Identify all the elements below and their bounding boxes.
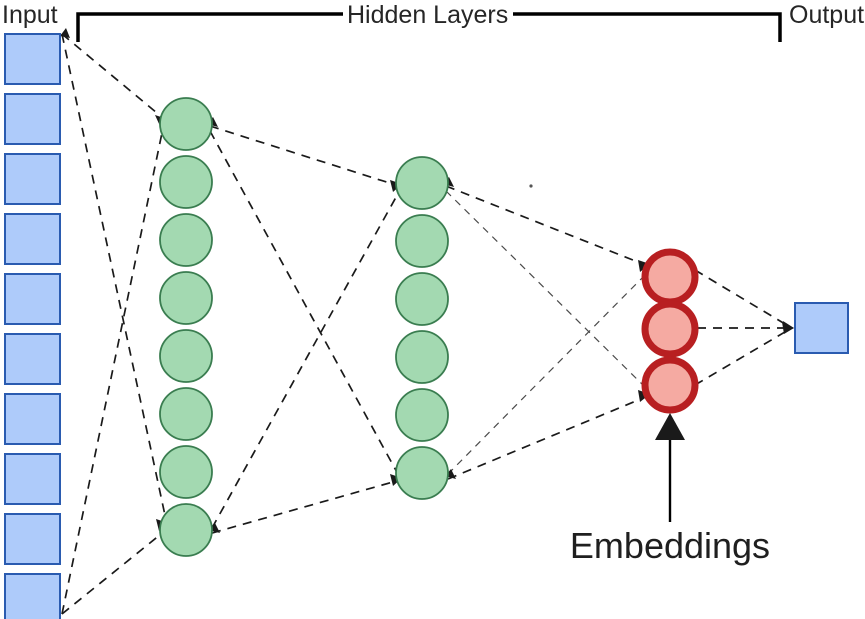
connection-line	[211, 479, 401, 534]
connection-line	[61, 529, 167, 615]
hidden-node[interactable]	[395, 214, 449, 268]
input-node[interactable]	[4, 573, 61, 619]
connections-input-to-hidden1	[60, 28, 168, 615]
output-node[interactable]	[794, 302, 849, 354]
input-node[interactable]	[4, 393, 61, 445]
hidden-node[interactable]	[395, 446, 449, 500]
hidden-layer-2	[395, 156, 449, 500]
input-node[interactable]	[4, 33, 61, 85]
hidden-node[interactable]	[159, 503, 213, 557]
connection-line	[447, 395, 649, 480]
input-node[interactable]	[4, 153, 61, 205]
input-node[interactable]	[4, 513, 61, 565]
connections-embeddings-to-output	[694, 269, 794, 386]
arrowhead	[60, 28, 70, 38]
output-label: Output	[789, 1, 864, 29]
hidden-layers-bracket	[76, 12, 782, 42]
connections-hidden2-to-embeddings	[443, 177, 650, 480]
input-node[interactable]	[4, 93, 61, 145]
hidden-node[interactable]	[159, 387, 213, 441]
hidden-node[interactable]	[159, 329, 213, 383]
connections-hidden1-to-hidden2	[207, 117, 402, 534]
input-node[interactable]	[4, 213, 61, 265]
hidden-node[interactable]	[159, 213, 213, 267]
connection-line	[445, 185, 649, 267]
hidden-node[interactable]	[159, 97, 213, 151]
embeddings-label: Embeddings	[570, 525, 770, 566]
embedding-layer	[641, 248, 699, 414]
connection-line	[445, 190, 649, 391]
embedding-node[interactable]	[641, 300, 699, 358]
embeddings-arrow-head	[655, 413, 685, 440]
arrowhead	[783, 321, 794, 332]
connection-line	[694, 328, 791, 386]
input-node[interactable]	[4, 333, 61, 385]
embedding-node[interactable]	[641, 356, 699, 414]
connection-line	[61, 33, 164, 119]
connection-line	[447, 271, 649, 475]
embedding-node[interactable]	[641, 248, 699, 306]
input-layer	[4, 33, 61, 619]
bracket-right-segment	[513, 12, 782, 42]
connection-line	[209, 130, 400, 477]
input-node[interactable]	[4, 453, 61, 505]
hidden-layers-label: Hidden Layers	[347, 1, 508, 29]
input-node[interactable]	[4, 273, 61, 325]
connection-line	[61, 127, 164, 615]
bracket-left-segment	[76, 12, 343, 42]
connection-line	[209, 125, 400, 187]
input-label: Input	[2, 1, 58, 29]
connection-line	[211, 189, 401, 529]
hidden-node[interactable]	[395, 330, 449, 384]
hidden-node[interactable]	[159, 155, 213, 209]
hidden-layer-1	[159, 97, 213, 557]
connection-line	[61, 33, 167, 521]
hidden-node[interactable]	[395, 388, 449, 442]
hidden-node[interactable]	[159, 271, 213, 325]
hidden-node[interactable]	[159, 445, 213, 499]
hidden-node[interactable]	[395, 272, 449, 326]
connection-line	[694, 269, 791, 328]
stray-speck	[529, 184, 533, 188]
hidden-node[interactable]	[395, 156, 449, 210]
embeddings-callout-arrow	[655, 413, 685, 522]
